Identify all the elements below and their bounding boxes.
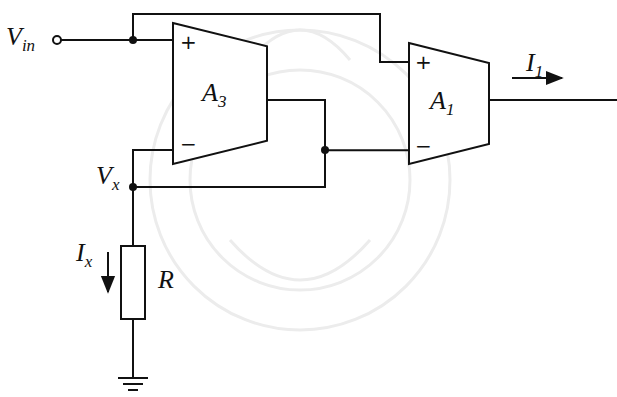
input-sign: − (415, 136, 432, 156)
amplifier-outline (409, 43, 489, 164)
wire (268, 100, 408, 150)
current-label: I1 (526, 50, 543, 76)
amplifier-a1: + − A1 (408, 42, 490, 165)
resistor-outline (121, 246, 145, 319)
current-arrow (107, 252, 109, 292)
ground-wire (132, 320, 134, 378)
part-label: A1 (430, 88, 454, 114)
input-sign: + (415, 52, 432, 72)
node-outline (120, 245, 146, 320)
input-sign: + (180, 32, 197, 52)
amplifier-a3: + − A3 (172, 22, 268, 165)
amplifier-outline (173, 23, 267, 164)
current-label: Ix (76, 240, 92, 266)
resistor-symbol: R (120, 245, 146, 320)
input-terminal (53, 36, 61, 44)
part-label: A3 (202, 80, 226, 106)
part-label: R (158, 267, 174, 293)
wire (133, 150, 172, 245)
signal-name: Vin (6, 24, 35, 50)
node-name: Vx (96, 163, 119, 189)
junction-dot (129, 36, 137, 44)
ground-symbol (118, 378, 148, 390)
feedback-wire (133, 150, 325, 187)
output-wire (490, 99, 617, 101)
input-sign: − (180, 134, 197, 154)
input-wire (61, 39, 172, 41)
